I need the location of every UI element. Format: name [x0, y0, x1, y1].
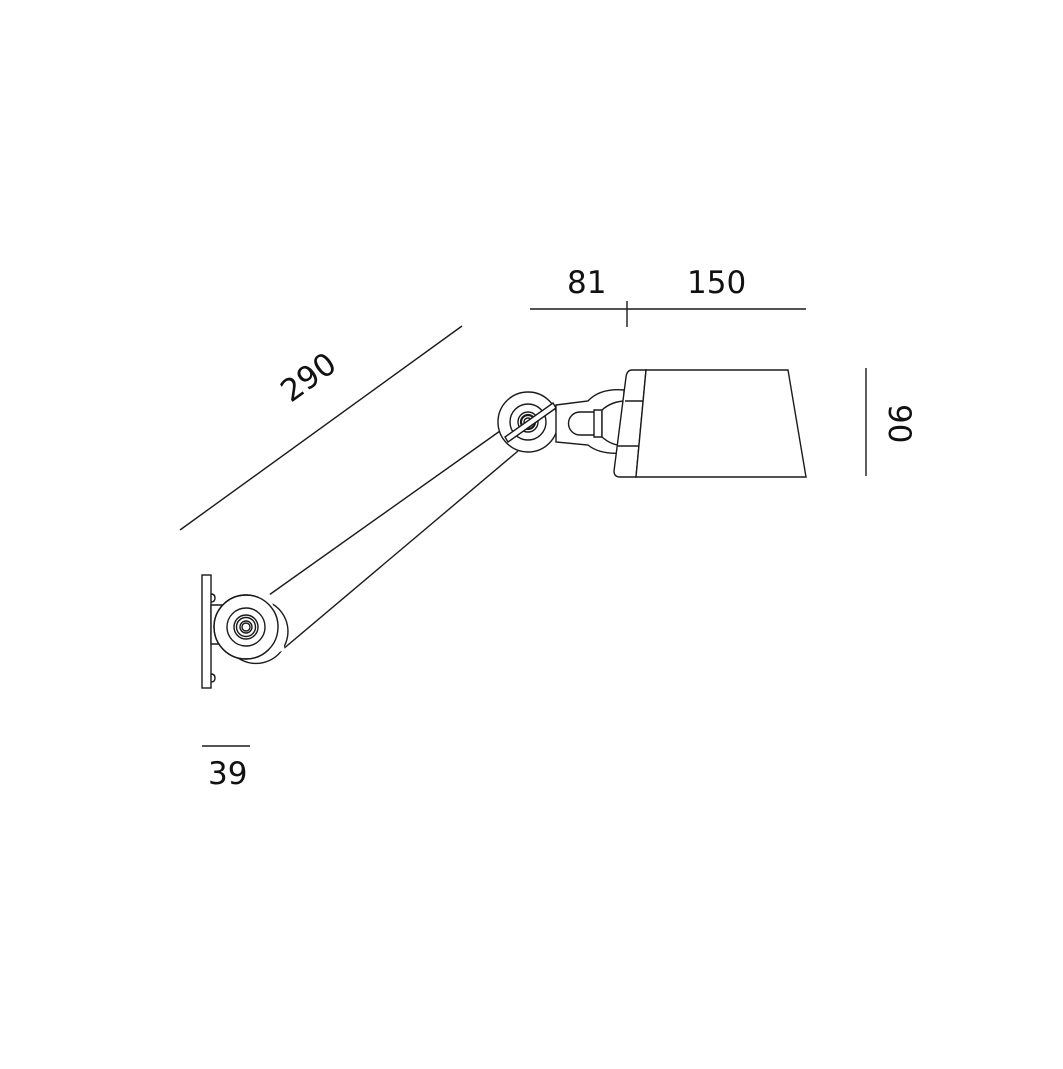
dimension-label-shade-height: 90 — [881, 404, 917, 444]
dimension-label-shade-length: 150 — [687, 265, 747, 301]
lower-joint — [213, 594, 289, 665]
dimension-line-top — [530, 301, 806, 327]
upper-joint — [497, 391, 559, 453]
head-connector — [555, 389, 627, 455]
lamp-arm — [261, 430, 519, 651]
dimension-label-head-offset: 81 — [567, 265, 607, 301]
lamp-shade — [613, 369, 807, 478]
dimension-line-arm-length — [179, 325, 463, 531]
dimension-label-wall-plate: 39 — [208, 756, 248, 792]
